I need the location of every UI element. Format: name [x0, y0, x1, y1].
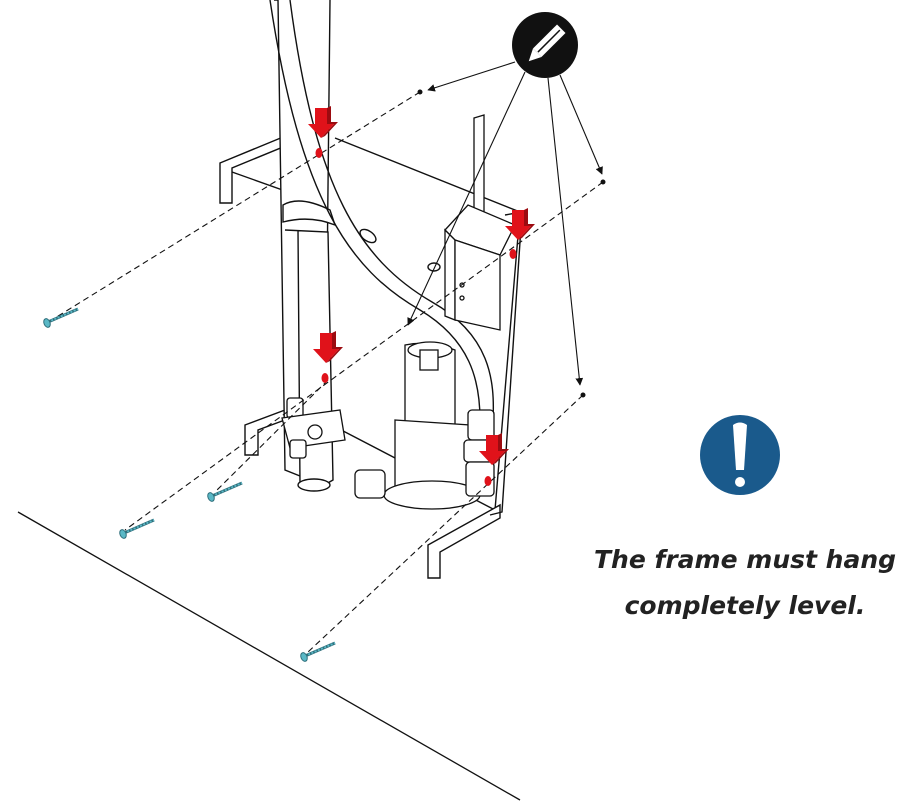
pencil-icon	[512, 12, 578, 78]
screw-icon	[297, 641, 337, 664]
screw-icon	[116, 518, 156, 541]
pump-housing	[354, 341, 481, 510]
sensor-bracket	[444, 114, 516, 331]
drill-guide-lines	[54, 91, 604, 653]
level-warning-text: The frame must hang completely level.	[570, 537, 920, 629]
pencil-leader-arrows	[407, 61, 603, 386]
screw-icon	[204, 481, 244, 504]
screw-icon	[40, 307, 80, 330]
drill-holes	[315, 148, 517, 486]
wall-edge-line	[17, 511, 521, 801]
marking-points	[417, 89, 606, 398]
warning-line-2: completely level.	[624, 591, 866, 620]
exclamation-icon	[700, 415, 780, 495]
warning-line-1: The frame must hang	[593, 545, 897, 574]
